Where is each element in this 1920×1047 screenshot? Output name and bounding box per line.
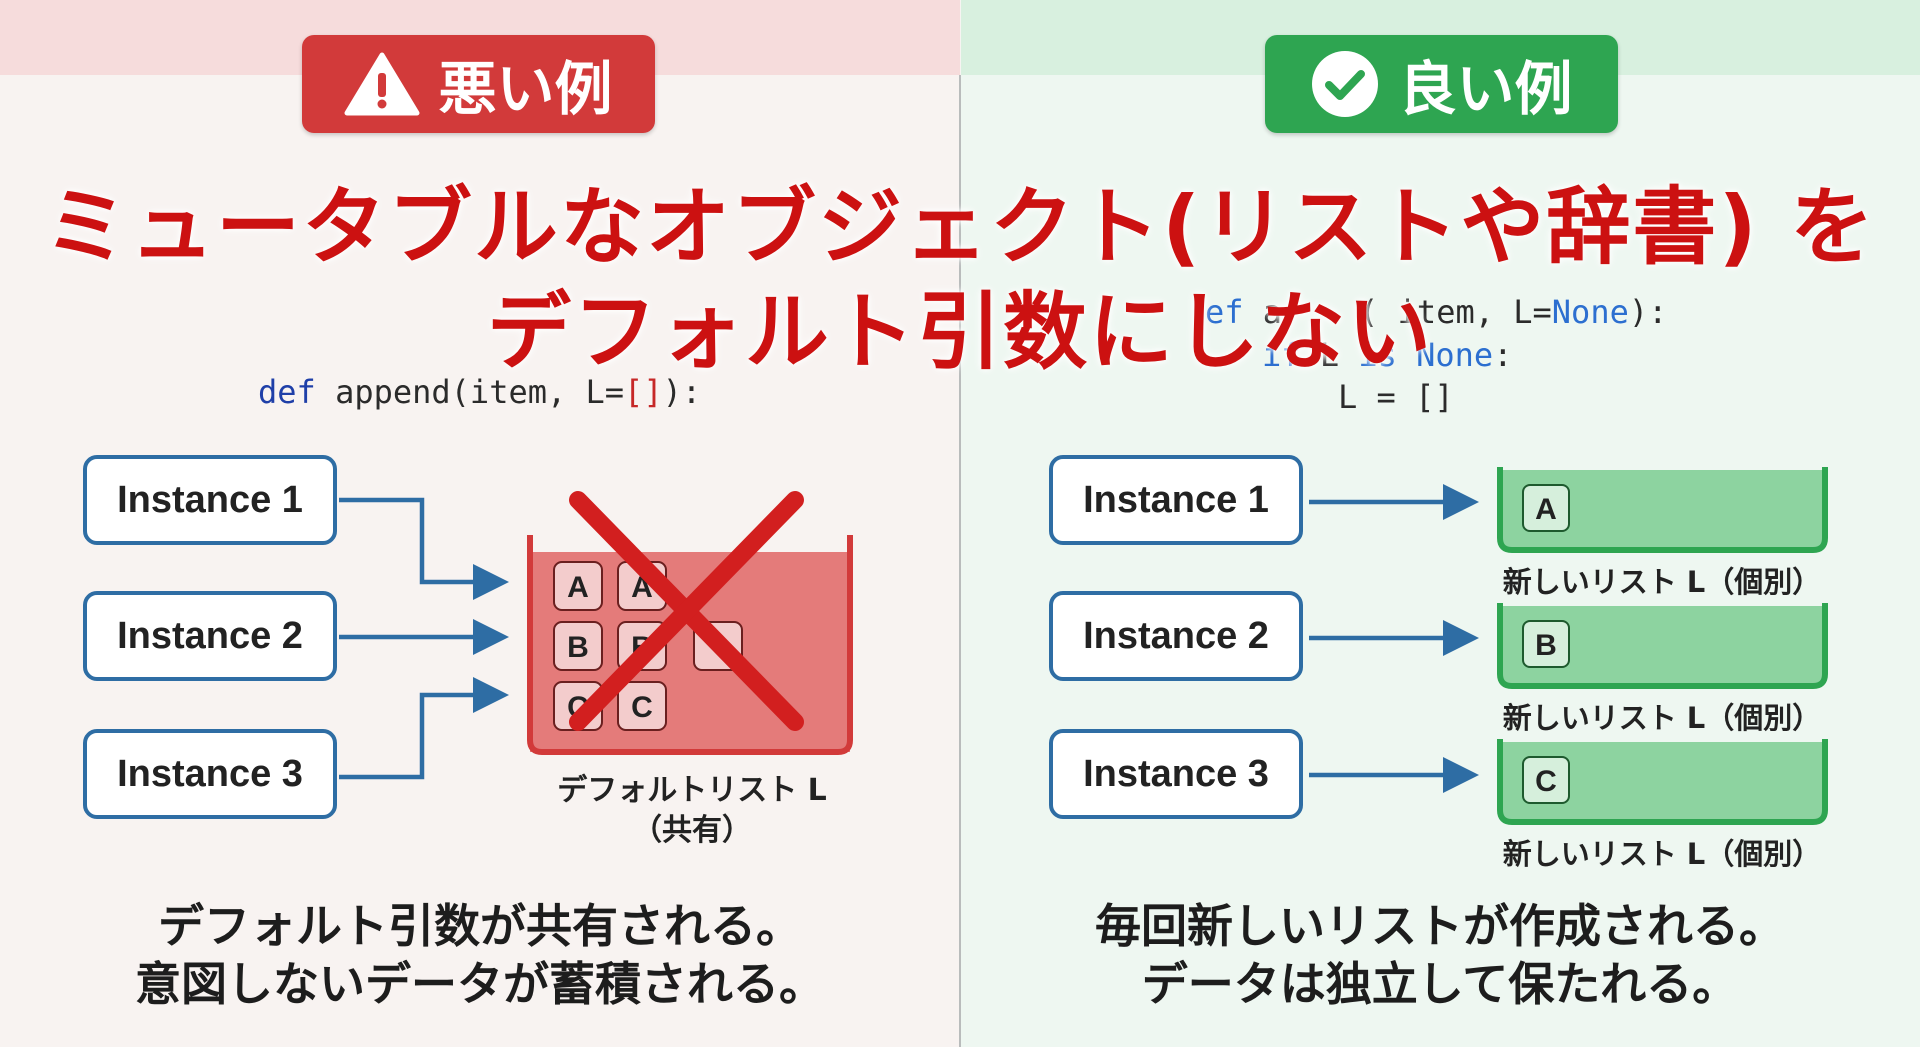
headline-line-1: ミュータブルなオブジェクト(リストや辞書) を (43, 178, 1877, 276)
good-instance-box: Instance 1 (1049, 455, 1303, 545)
new-list-container: C (1497, 739, 1828, 825)
warning-icon (344, 52, 420, 116)
new-list-container: A (1497, 467, 1828, 553)
check-circle-icon (1312, 51, 1379, 117)
bad-example-badge: 悪い例 (302, 35, 655, 133)
list-item: B (553, 621, 603, 671)
list-item-label: B (1535, 629, 1557, 662)
list-item: A (553, 561, 603, 611)
code-text-end: ): (662, 373, 702, 411)
code-text-end: : (1493, 336, 1513, 374)
code-text-end: ): (1628, 293, 1668, 331)
good-badge-label: 良い例 (1398, 55, 1573, 123)
code-none-keyword: None (1551, 293, 1629, 331)
good-explanation: 毎回新しいリストが作成される。 データは独立して保たれる。 (1010, 897, 1870, 1013)
code-text: L (1300, 336, 1359, 374)
list-item: C (617, 681, 667, 731)
bad-explanation: デフォルト引数が共有される。 意図しないデータが蓄積される。 (60, 897, 900, 1013)
code-text: a ( item, L= (1243, 293, 1552, 331)
code-default-value: [] (624, 373, 663, 411)
good-code-line-1: ef a ( item, L=None): (1205, 293, 1667, 331)
arrow-3 (339, 677, 509, 780)
good-code-line-2: if L is None: (1262, 336, 1512, 374)
good-example-badge: 良い例 (1265, 35, 1618, 133)
bad-instance-box: Instance 3 (83, 729, 337, 819)
list-item-label: C (631, 691, 653, 724)
shared-list-caption-2: （共有） (632, 813, 752, 848)
new-list-container: B (1497, 603, 1828, 689)
code-none-keyword: None (1396, 336, 1494, 374)
code-keyword: def (258, 373, 316, 411)
headline-line-2: デフォルト引数にしない (486, 283, 1433, 381)
arrow-1 (339, 497, 509, 600)
list-item-label: C (1535, 765, 1557, 798)
panel-divider (959, 75, 961, 1047)
good-instance-box: Instance 3 (1049, 729, 1303, 819)
bad-badge-label: 悪い例 (438, 55, 613, 123)
code-text: append(item, L= (315, 373, 625, 411)
good-code-line-3: L = [] (1338, 378, 1454, 416)
code-keyword: ef (1205, 293, 1244, 331)
good-explanation-line-1: 毎回新しいリストが作成される。 (1095, 899, 1785, 953)
bad-explanation-line-2: 意図しないデータが蓄積される。 (135, 957, 825, 1011)
shared-list-caption: デフォルトリスト L (557, 773, 827, 808)
bad-instance-box: Instance 1 (83, 455, 337, 545)
list-item-label: B (567, 631, 589, 664)
bad-code-line: def append(item, L=[]): (258, 373, 701, 411)
good-explanation-line-2: データは独立して保たれる。 (1141, 957, 1739, 1011)
good-instance-box: Instance 2 (1049, 591, 1303, 681)
code-is-keyword: is (1358, 336, 1397, 374)
new-list-caption: 新しいリスト L（個別） (1503, 565, 1822, 599)
bad-explanation-line-1: デフォルト引数が共有される。 (158, 899, 802, 953)
cross-mark-icon (569, 491, 804, 731)
new-list-caption: 新しいリスト L（個別） (1503, 837, 1822, 871)
bad-instance-box: Instance 2 (83, 591, 337, 681)
list-item-label: A (1535, 493, 1557, 526)
list-item-label: A (567, 571, 589, 604)
new-list-caption: 新しいリスト L（個別） (1503, 701, 1822, 735)
code-if-keyword: if (1262, 336, 1301, 374)
